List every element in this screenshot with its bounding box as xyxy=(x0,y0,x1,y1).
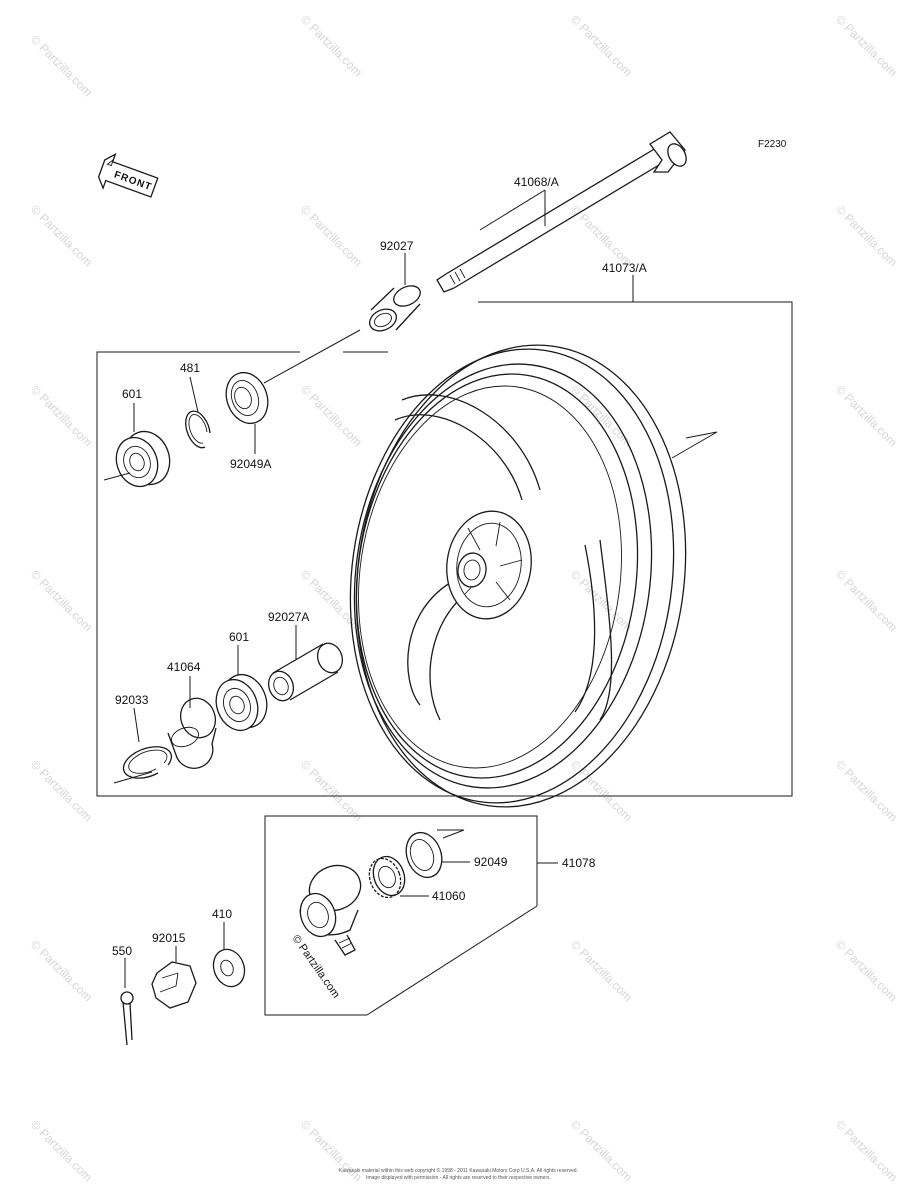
label-circlip-lower: 92033 xyxy=(115,693,149,707)
watermark: © Partzilla.com xyxy=(568,202,635,269)
watermark: © Partzilla.com xyxy=(833,202,900,269)
label-circlip-481: 481 xyxy=(180,361,200,375)
label-washer: 410 xyxy=(212,907,232,921)
wheel-assembly-frame xyxy=(96,301,793,797)
gear-41060-part xyxy=(368,855,406,899)
watermark: © Partzilla.com xyxy=(28,567,95,634)
collar-top xyxy=(368,285,421,332)
circlip-481 xyxy=(185,410,211,449)
diagram-code: F2230 xyxy=(758,139,787,150)
watermark: © Partzilla.com xyxy=(833,757,900,824)
watermark: © Partzilla.com xyxy=(28,937,95,1004)
label-collar-top: 92027 xyxy=(380,239,414,253)
oil-seal-top xyxy=(225,371,269,425)
watermark: © Partzilla.com xyxy=(28,32,95,99)
footer-permission: Image displayed with permission - All ri… xyxy=(366,1175,551,1181)
wheel xyxy=(349,344,718,808)
watermark: © Partzilla.com xyxy=(568,382,635,449)
footer-copyright: Kawasaki material within this web copyri… xyxy=(339,1168,578,1174)
bearing-lower xyxy=(215,673,268,732)
part-labels: 41068/A 41073/A 92027 481 601 92049A 920… xyxy=(112,175,647,958)
watermark: © Partzilla.com xyxy=(833,382,900,449)
gear-housing-frame xyxy=(264,815,538,1016)
castle-nut xyxy=(151,961,197,1009)
circlip-lower xyxy=(113,746,173,784)
label-cotter-pin: 550 xyxy=(112,944,132,958)
label-collar-long: 92027A xyxy=(268,610,309,624)
axle xyxy=(436,131,687,293)
label-wheel: 41073/A xyxy=(602,261,647,275)
watermark: © Partzilla.com xyxy=(568,567,635,634)
label-nut: 92015 xyxy=(152,931,186,945)
watermark: © Partzilla.com xyxy=(28,202,95,269)
watermark: © Partzilla.com xyxy=(568,937,635,1004)
watermark: © Partzilla.com xyxy=(298,757,365,824)
label-axle: 41068/A xyxy=(514,175,559,189)
copyright-overlay: © Partzilla.com xyxy=(290,933,342,1001)
watermark: © Partzilla.com xyxy=(298,12,365,79)
watermark: © Partzilla.com xyxy=(298,382,365,449)
cotter-pin xyxy=(120,991,134,1046)
gear-housing xyxy=(299,864,362,956)
watermark: © Partzilla.com xyxy=(833,937,900,1004)
seal-92049-part xyxy=(405,829,465,879)
watermark: © Partzilla.com xyxy=(568,757,635,824)
label-seal-92049: 92049 xyxy=(474,855,508,869)
collar-long xyxy=(267,642,344,702)
watermark: © Partzilla.com xyxy=(28,382,95,449)
label-gear-41060: 41060 xyxy=(432,889,466,903)
bearing-top xyxy=(115,430,171,488)
front-arrow-icon: FRONT xyxy=(97,152,159,198)
label-gear-housing-assy: 41078 xyxy=(562,856,596,870)
washer xyxy=(212,948,246,988)
watermark: © Partzilla.com xyxy=(833,567,900,634)
leader-lines xyxy=(124,189,634,1016)
watermark: © Partzilla.com xyxy=(28,757,95,824)
watermark: © Partzilla.com xyxy=(568,12,635,79)
watermark: © Partzilla.com xyxy=(833,12,900,79)
label-bearing-lower: 601 xyxy=(229,630,249,644)
label-bearing-top: 601 xyxy=(122,387,142,401)
watermark: © Partzilla.com xyxy=(298,202,365,269)
coupling xyxy=(167,697,217,769)
axis-line xyxy=(103,472,131,481)
label-coupling: 41064 xyxy=(167,660,201,674)
label-oil-seal-top: 92049A xyxy=(230,457,271,471)
